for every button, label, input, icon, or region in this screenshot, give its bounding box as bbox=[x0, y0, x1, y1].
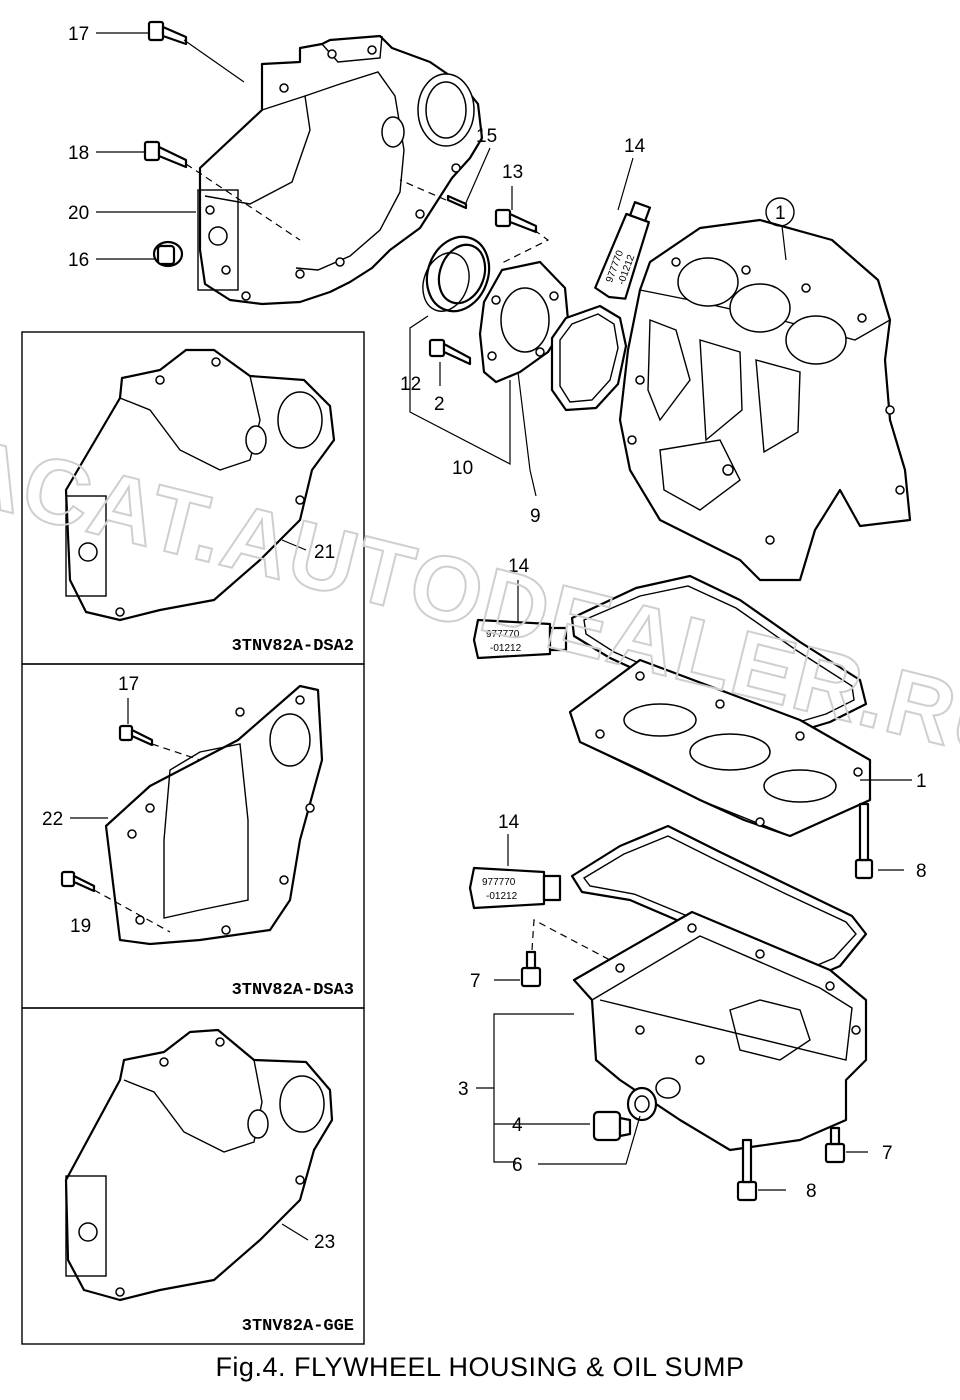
callout-8: 8 bbox=[916, 861, 927, 882]
bolt-17-dsa3 bbox=[118, 724, 154, 747]
sealant-tube-top: 977770 -01212 bbox=[594, 201, 652, 300]
leader-lines bbox=[70, 32, 912, 1241]
callout-7: 7 bbox=[882, 1143, 893, 1164]
plug-16 bbox=[152, 240, 184, 268]
cylinder-block bbox=[618, 218, 912, 582]
gasket-lower bbox=[570, 824, 868, 982]
callout-16: 16 bbox=[68, 250, 89, 271]
callout-7: 7 bbox=[470, 971, 481, 992]
callout-19: 19 bbox=[70, 916, 91, 937]
bolt-13 bbox=[494, 208, 538, 234]
flywheel-housing-main bbox=[197, 34, 484, 306]
oil-seal-12 bbox=[422, 235, 491, 313]
callout-13: 13 bbox=[502, 162, 523, 183]
callout-17: 17 bbox=[118, 674, 139, 695]
tube-text-line2: -01212 bbox=[486, 891, 518, 902]
variant-box-gge bbox=[21, 1007, 365, 1345]
oil-seal-retainer-9 bbox=[478, 260, 570, 384]
flywheel-housing-23 bbox=[64, 1028, 334, 1302]
callout-18: 18 bbox=[68, 143, 89, 164]
bolt-8-lower bbox=[736, 1138, 758, 1202]
washer-6 bbox=[626, 1086, 658, 1122]
callout-14: 14 bbox=[498, 812, 520, 833]
callout-22: 22 bbox=[42, 809, 63, 830]
callout-12: 12 bbox=[400, 374, 421, 395]
callout-8: 8 bbox=[806, 1181, 817, 1202]
callout-15: 15 bbox=[476, 126, 497, 147]
bolt-17 bbox=[147, 20, 188, 46]
bolt-19 bbox=[60, 870, 96, 893]
figure-caption: Fig.4. FLYWHEEL HOUSING & OIL SUMP bbox=[215, 1352, 745, 1382]
gasket-retainer bbox=[550, 304, 628, 412]
callout-20: 20 bbox=[68, 203, 89, 224]
bolt-7-right bbox=[824, 1126, 846, 1164]
tube-text-line2: -01212 bbox=[490, 643, 522, 654]
callout-1: 1 bbox=[916, 771, 927, 792]
bolt-18 bbox=[143, 140, 188, 169]
sealant-tube-mid: 977770 -01212 bbox=[472, 618, 568, 660]
callout-14: 14 bbox=[624, 136, 646, 157]
lower-block bbox=[568, 658, 872, 838]
bolt-7-left bbox=[520, 950, 542, 988]
callout-10: 10 bbox=[452, 458, 473, 479]
tube-text-line1: 977770 bbox=[482, 877, 516, 888]
callout-6: 6 bbox=[512, 1155, 523, 1176]
gasket-upper bbox=[570, 574, 868, 736]
callout-2: 2 bbox=[434, 394, 445, 415]
flywheel-plate-22 bbox=[104, 684, 324, 946]
box-title-dsa2: 3TNV82A-DSA2 bbox=[232, 637, 354, 656]
callout-labels: 17 18 20 16 15 13 14 1 12 2 10 9 21 14 1… bbox=[42, 24, 927, 1253]
callout-9: 9 bbox=[530, 506, 541, 527]
bolt-2 bbox=[428, 338, 472, 366]
bolt-8-upper bbox=[854, 802, 874, 880]
drain-plug-4 bbox=[592, 1110, 632, 1142]
callout-4: 4 bbox=[512, 1115, 523, 1136]
tube-text-line1: 977770 bbox=[486, 629, 520, 640]
dowel-15 bbox=[446, 194, 468, 210]
box-title-dsa3: 3TNV82A-DSA3 bbox=[232, 981, 354, 1000]
box-title-gge: 3TNV82A-GGE bbox=[242, 1317, 354, 1336]
sealant-tube-low: 977770 -01212 bbox=[468, 866, 562, 910]
flywheel-housing-21 bbox=[64, 348, 336, 622]
callout-21: 21 bbox=[314, 542, 335, 563]
callout-17: 17 bbox=[68, 24, 89, 45]
callout-1: 1 bbox=[775, 203, 786, 224]
callout-3: 3 bbox=[458, 1079, 469, 1100]
callout-23: 23 bbox=[314, 1232, 335, 1253]
callout-14: 14 bbox=[508, 556, 530, 577]
